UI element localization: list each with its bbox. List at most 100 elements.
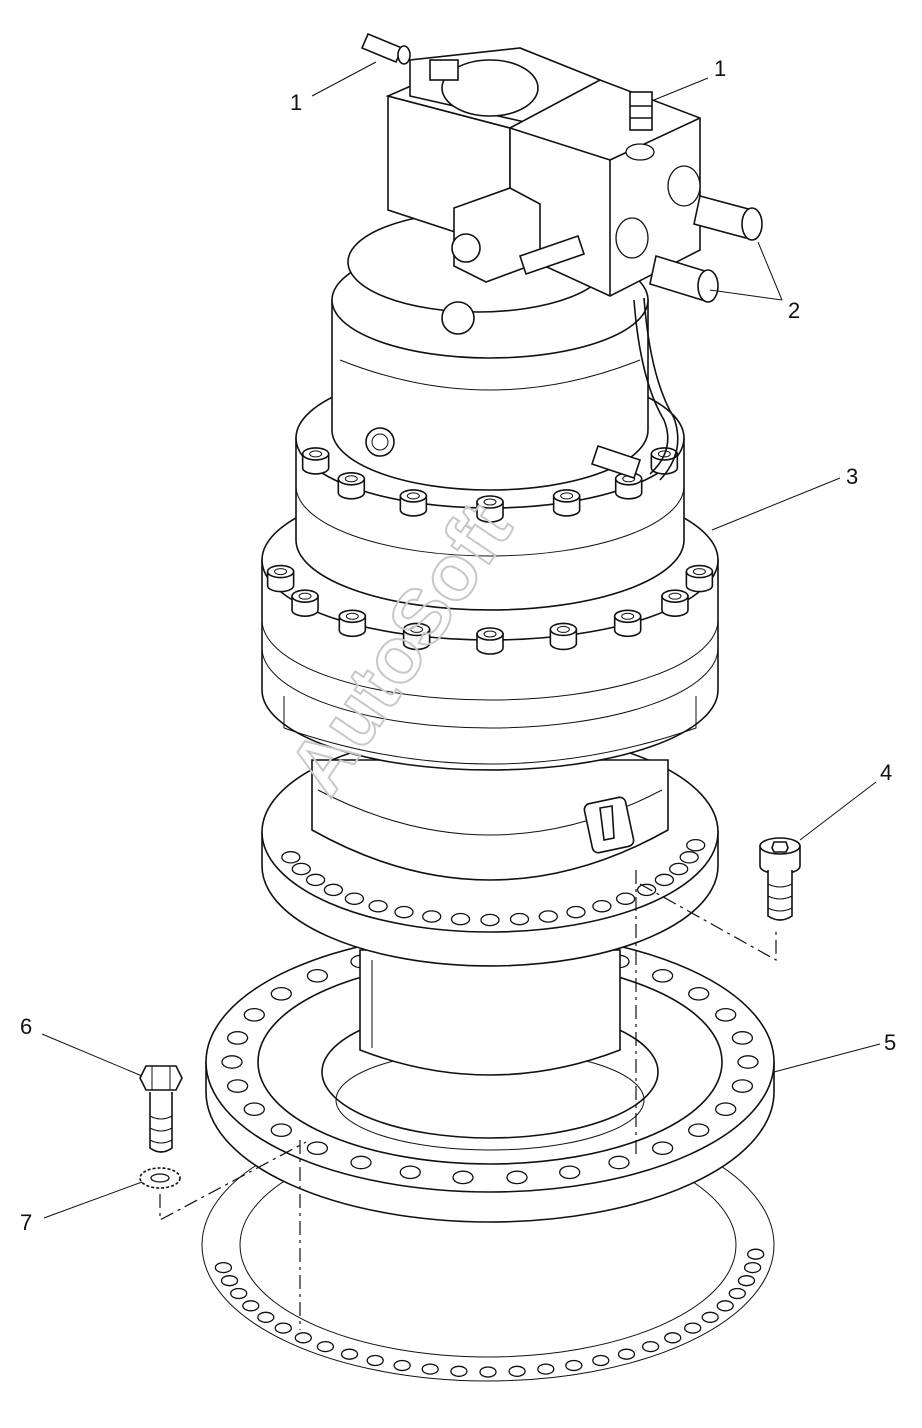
flange-bolt-hole	[323, 883, 344, 897]
flange-bolt-hole	[394, 905, 414, 919]
stage-bolt	[301, 447, 330, 475]
ring-bolt-hole	[688, 986, 710, 1001]
flange-bolt-hole	[305, 873, 326, 887]
flange-bolt-hole	[592, 899, 612, 913]
ghost-bolt-hole	[316, 1340, 335, 1353]
flange-bolt-hole	[450, 912, 471, 926]
ghost-bolt-hole	[747, 1248, 765, 1260]
ghost-bolt-hole	[592, 1354, 610, 1367]
ring-bolt-hole	[243, 1102, 265, 1117]
ghost-bolt-hole	[421, 1363, 439, 1375]
callout-3: 3	[846, 464, 858, 489]
ring-bolt-hole	[651, 1141, 674, 1156]
ghost-bolt-hole	[450, 1365, 468, 1377]
flange-bolt-hole	[344, 892, 365, 905]
ring-bolt-hole	[350, 1155, 372, 1170]
stage-bolt	[291, 589, 319, 617]
callout-6: 6	[20, 1014, 32, 1039]
stage-bolt	[266, 564, 295, 593]
callout-7: 7	[20, 1210, 32, 1235]
solenoid-coil	[441, 187, 586, 335]
lock-washer	[139, 1167, 181, 1189]
stage-bolt	[650, 447, 679, 475]
stage-bolt	[399, 489, 428, 517]
stage-bolt	[552, 489, 581, 517]
callout-1-left: 1	[290, 90, 302, 115]
gear-housing-lower	[311, 759, 669, 881]
flange-bolt-hole	[654, 873, 675, 887]
ghost-bolt-hole	[565, 1359, 583, 1372]
ring-bolt-hole	[243, 1007, 265, 1022]
fitting-top-right	[629, 91, 653, 131]
stage-bolt	[402, 622, 431, 651]
flange-bolt-hole	[480, 913, 500, 927]
ghost-bolt-hole	[664, 1332, 682, 1344]
ring-bolt-hole	[226, 1031, 249, 1045]
ghost-bolt-hole	[366, 1354, 384, 1367]
ring-bolt-hole	[731, 1031, 754, 1045]
stage-bolt	[338, 609, 367, 638]
hydraulic-pipe	[590, 297, 679, 481]
ghost-bolt-hole	[274, 1322, 292, 1334]
ring-bolt-hole	[715, 1102, 737, 1117]
ghost-bolt-hole	[508, 1365, 526, 1377]
ghost-bolt-hole	[641, 1340, 660, 1353]
leader-lines	[41, 61, 881, 1219]
ring-bolt-hole	[715, 1007, 737, 1022]
fitting-side-upper	[693, 195, 763, 241]
stage-bolt	[613, 609, 642, 638]
ring-bolt-hole	[306, 968, 329, 983]
ghost-bolt-hole	[701, 1311, 719, 1323]
output-housing	[359, 949, 621, 1076]
ring-bolt-hole	[688, 1123, 710, 1138]
callout-5: 5	[884, 1030, 896, 1055]
ring-bolt-hole	[270, 986, 292, 1001]
ring-bolt-hole	[226, 1079, 249, 1093]
ring-bolt-hole	[731, 1079, 754, 1093]
stage-bolts-upper	[301, 447, 679, 523]
ring-bolt-hole	[452, 1170, 474, 1185]
ghost-bolt-hole	[743, 1261, 762, 1274]
ring-bolt-hole	[506, 1170, 528, 1185]
ring-bolt-hole	[399, 1165, 421, 1180]
ring-bolt-hole	[608, 1155, 630, 1170]
flange-bolt-hole	[566, 905, 586, 919]
callout-4: 4	[880, 760, 892, 785]
flange-bolt-hole	[368, 899, 388, 913]
flange-bolt-hole	[669, 862, 689, 876]
stage-bolts-lower	[266, 564, 714, 655]
stage-bolt	[337, 471, 366, 500]
ghost-bolt-hole	[340, 1348, 359, 1360]
flange-bolt-hole	[281, 851, 301, 864]
ghost-bolt-hole	[537, 1363, 555, 1375]
callout-1-right: 1	[714, 56, 726, 81]
flange-bolt-hole	[679, 851, 699, 864]
ring-bolt-hole	[651, 968, 674, 983]
ring-bolt-hole	[270, 1123, 292, 1138]
ring-bolt-hole	[559, 1165, 581, 1180]
hex-bolt	[139, 1065, 183, 1153]
flange-bolt-hole	[509, 912, 530, 926]
ghost-bolt-hole	[242, 1300, 260, 1312]
ring-bolt-hole	[221, 1055, 243, 1069]
ghost-bolt-hole	[393, 1359, 411, 1372]
ring-bolt-hole	[737, 1055, 759, 1069]
ghost-bolt-hole	[728, 1287, 746, 1300]
callout-2: 2	[788, 298, 800, 323]
socket-head-cap-screw	[759, 837, 801, 921]
flange-bolt-hole	[422, 910, 442, 923]
stage-bolt	[685, 564, 714, 593]
ring-bolt-hole	[306, 1141, 329, 1156]
ghost-bolt-hole	[220, 1275, 239, 1287]
fitting-top-left	[360, 32, 411, 65]
ghost-bolt-hole	[479, 1366, 497, 1378]
ghost-bolt-hole	[737, 1275, 756, 1287]
ghost-bolt-holes	[214, 1248, 765, 1378]
stage-bolt	[661, 589, 689, 617]
ghost-bolt-hole	[684, 1322, 702, 1334]
flange-bolt-hole	[538, 910, 558, 923]
flange-bolt-hole	[686, 838, 706, 852]
stage-bolt	[476, 627, 504, 655]
ghost-bolt-hole	[716, 1300, 734, 1312]
